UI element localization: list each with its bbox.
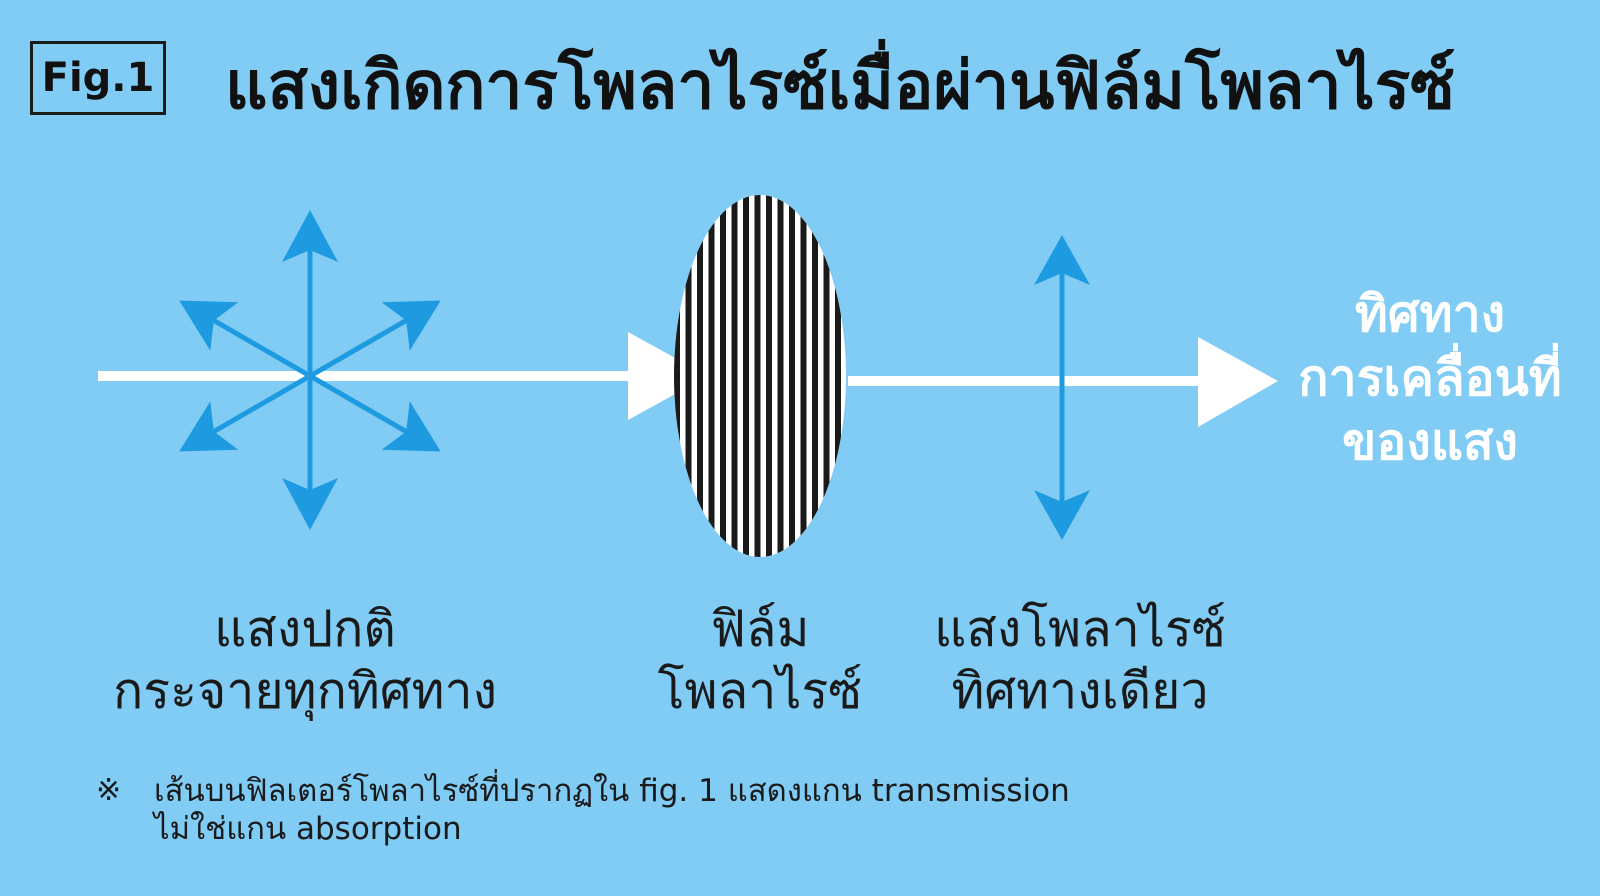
film-stripe <box>789 195 795 557</box>
polarized-light-arrow <box>1034 235 1090 540</box>
incoming-beam-arrowhead <box>628 332 708 420</box>
film-stripe <box>754 195 761 557</box>
caption-normal-light: แสงปกติ กระจายทุกทิศทาง <box>70 598 540 722</box>
film-stripes <box>674 195 841 557</box>
arrow-diagonal-falling <box>179 300 441 452</box>
caption-polarized-line-2: ทิศทางเดียว <box>951 662 1209 720</box>
film-stripe <box>743 195 749 557</box>
note-line-2: ไม่ใช่แกน absorption <box>154 811 462 847</box>
diagram-title: แสงเกิดการโพลาไรซ์เมื่อผ่านฟิล์มโพลาไรซ์ <box>225 47 1455 124</box>
unpolarized-light-arrows <box>179 210 441 530</box>
film-stripe <box>766 195 772 557</box>
note-line-1: เส้นบนฟิลเตอร์โพลาไรซ์ที่ปรากฏใน fig. 1 … <box>154 773 1070 809</box>
caption-normal-line-2: กระจายทุกทิศทาง <box>112 662 498 720</box>
note-mark: ※ <box>96 773 122 808</box>
caption-polarized-line-1: แสงโพลาไรซ์ <box>934 600 1226 658</box>
caption-normal-line-1: แสงปกติ <box>214 600 396 658</box>
film-stripe <box>835 195 841 557</box>
caption-film-line-1: ฟิล์ม <box>710 600 810 658</box>
film-stripe <box>731 195 738 557</box>
caption-polarizing-film: ฟิล์ม โพลาไรซ์ <box>630 598 890 722</box>
film-stripe <box>812 195 818 557</box>
outgoing-light-beam <box>848 337 1278 427</box>
arrow-vertical <box>282 210 338 530</box>
film-stripe <box>823 195 830 557</box>
film-stripe <box>720 195 726 557</box>
caption-polarized-light: แสงโพลาไรซ์ ทิศทางเดียว <box>910 598 1250 722</box>
film-stripe <box>697 195 703 557</box>
figure-label: Fig.1 <box>30 41 166 115</box>
incoming-light-beam <box>98 332 708 420</box>
direction-line-2: การเคลื่อนที่ <box>1298 349 1562 407</box>
direction-line-3: ของแสง <box>1342 413 1518 471</box>
film-stripe <box>708 195 715 557</box>
outgoing-beam-arrowhead <box>1198 337 1278 427</box>
caption-film-line-2: โพลาไรซ์ <box>657 662 863 720</box>
light-direction-label: ทิศทาง การเคลื่อนที่ ของแสง <box>1270 282 1590 474</box>
direction-line-1: ทิศทาง <box>1354 285 1506 343</box>
film-stripe <box>777 195 784 557</box>
polarizing-film <box>674 195 846 557</box>
film-stripe <box>674 195 680 557</box>
film-stripe <box>800 195 807 557</box>
film-stripe <box>685 195 692 557</box>
note-text: เส้นบนฟิลเตอร์โพลาไรซ์ที่ปรากฏใน fig. 1 … <box>154 772 1354 848</box>
